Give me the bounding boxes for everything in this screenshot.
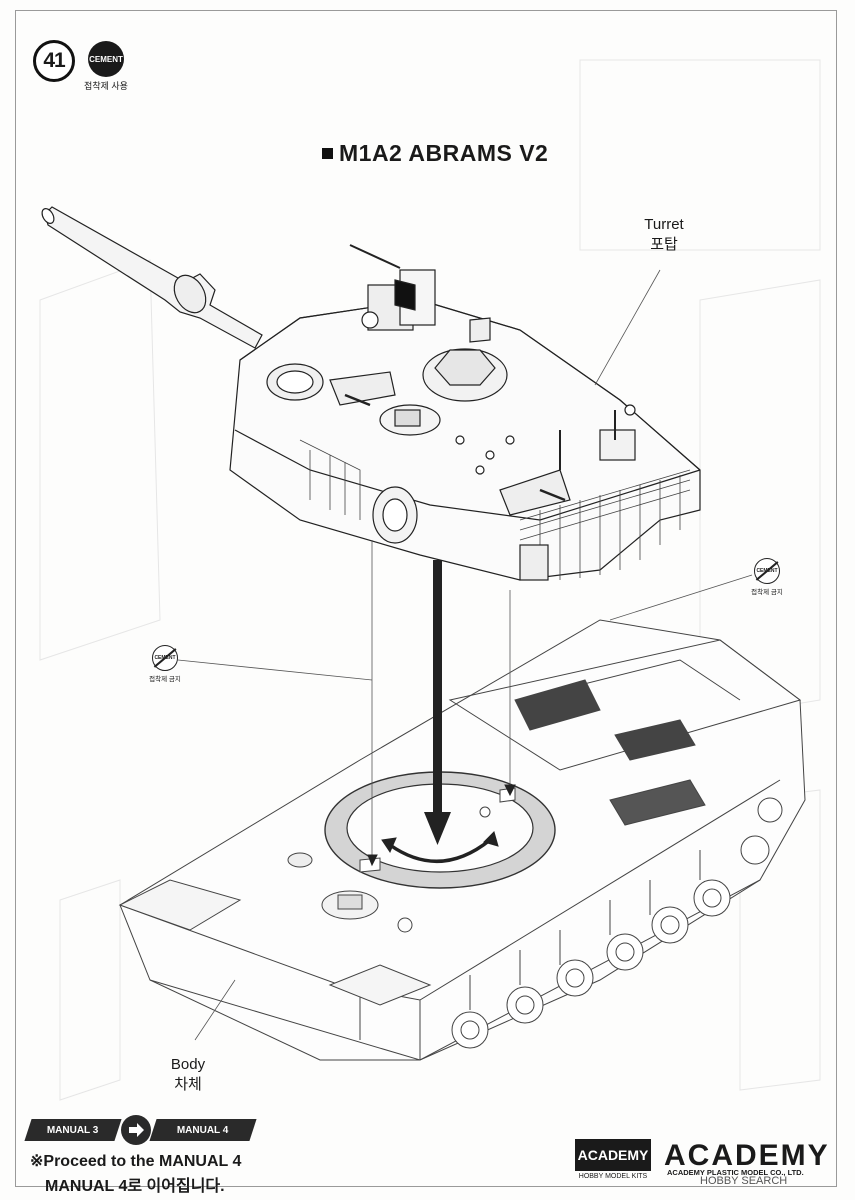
manual-to-label: MANUAL 4	[177, 1124, 229, 1136]
no-cement-indicator-right: CEMENT 접착제 금지	[737, 558, 797, 596]
turret-label-en: Turret	[644, 216, 684, 233]
engine-grille-3	[609, 779, 706, 826]
manual-from-label: MANUAL 3	[47, 1124, 99, 1136]
no-cement-caption: 접착제 금지	[149, 676, 181, 683]
title-bullet	[322, 148, 333, 159]
step-number: 41	[43, 49, 65, 72]
no-cement-label: CEMENT	[154, 655, 176, 661]
hobby-search-watermark: HOBBY SEARCH	[700, 1175, 788, 1187]
no-cement-icon: CEMENT	[754, 558, 780, 584]
no-cement-indicator-left: CEMENT 접착제 금지	[135, 645, 195, 683]
assembly-arrow	[367, 560, 516, 867]
gun-barrel	[44, 206, 263, 349]
background-ghost-lines	[39, 59, 821, 1101]
academy-brand-sub: ACADEMY PLASTIC MODEL CO., LTD.	[667, 1168, 804, 1177]
academy-brand: ACADEMY	[664, 1139, 830, 1172]
engine-grille-1	[514, 679, 601, 731]
page-frame	[15, 10, 837, 1187]
logo-box-bottom: HOBBY MODEL KITS	[578, 1173, 648, 1180]
turret-drawing	[41, 206, 701, 581]
body-label: Body 차체	[158, 1055, 218, 1095]
engine-grille-2	[614, 719, 696, 761]
no-cement-icon: CEMENT	[152, 645, 178, 671]
next-arrow-icon	[121, 1115, 151, 1145]
turret-label-ko: 포탑	[650, 236, 678, 253]
cement-icon-label: CEMENT	[89, 54, 123, 64]
step-number-badge: 41	[33, 40, 75, 82]
academy-logo-box: ACADEMY HOBBY MODEL KITS	[575, 1139, 651, 1187]
body-label-ko: 차체	[174, 1076, 202, 1093]
manual-to-bar: MANUAL 4	[149, 1119, 257, 1141]
page-title: M1A2 ABRAMS V2	[322, 140, 548, 167]
body-drawing	[118, 619, 806, 1061]
cement-caption: 접착제 사용	[84, 81, 128, 91]
logo-box-top: ACADEMY	[575, 1139, 651, 1171]
cement-icon: CEMENT	[88, 41, 124, 77]
proceed-text-ko: MANUAL 4로 이어집니다.	[45, 1178, 225, 1195]
no-cement-label: CEMENT	[756, 568, 778, 574]
turret-label: Turret 포탑	[630, 215, 698, 255]
manual-from-bar: MANUAL 3	[24, 1119, 122, 1141]
leader-lines	[177, 269, 753, 1041]
no-cement-caption: 접착제 금지	[751, 589, 783, 596]
title-text: M1A2 ABRAMS V2	[339, 140, 549, 166]
body-label-en: Body	[170, 1056, 206, 1073]
proceed-text-en: ※Proceed to the MANUAL 4	[30, 1153, 242, 1170]
